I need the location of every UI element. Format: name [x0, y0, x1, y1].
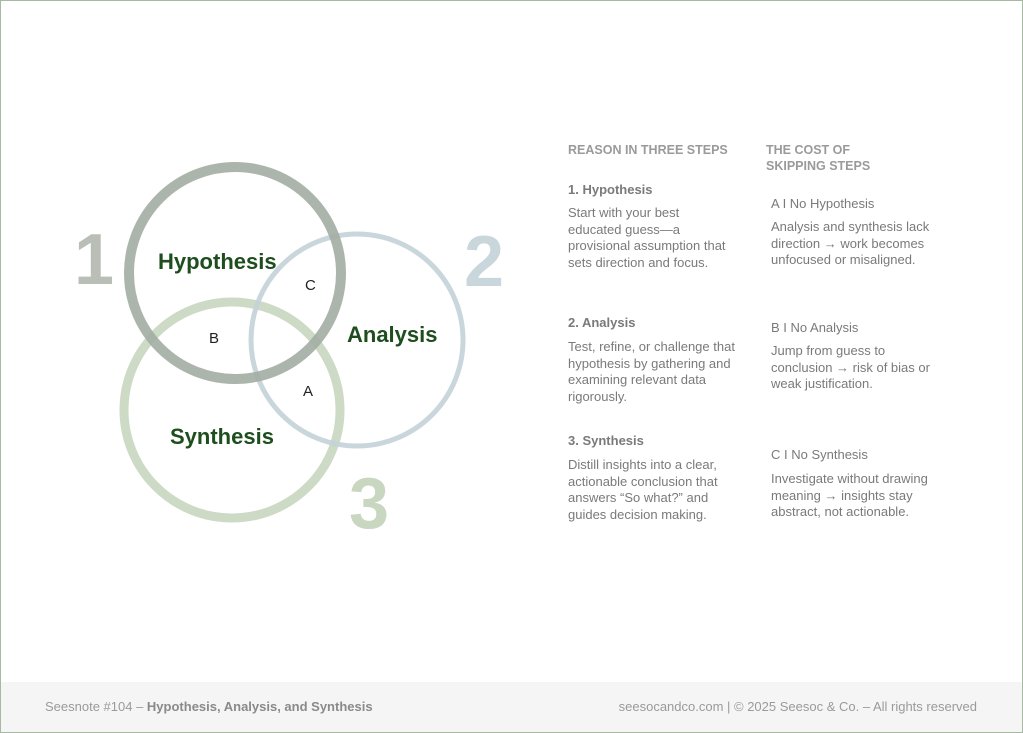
cost-b-body: Jump from guess to conclusion → risk of … — [771, 343, 930, 391]
region-b-label: B — [209, 330, 220, 347]
step-1-body: Start with your best educated guess—a pr… — [568, 205, 726, 270]
step-2-body: Test, refine, or challenge that hypothes… — [568, 339, 735, 404]
cost-a-body: Analysis and synthesis lack direction → … — [771, 219, 930, 267]
step-3-body: Distill insights into a clear, actionabl… — [568, 457, 718, 522]
step-1-title: 1. Hypothesis — [568, 182, 653, 197]
steps-heading: REASON IN THREE STEPS — [568, 143, 728, 157]
hypothesis-label: Hypothesis — [158, 249, 277, 274]
hypothesis-circle — [124, 162, 346, 384]
cost-c-title: C I No Synthesis — [771, 447, 868, 462]
analysis-circle — [248, 231, 466, 449]
costs-heading: THE COST OF SKIPPING STEPS — [766, 143, 871, 173]
footer-prefix: Seesnote #104 – — [45, 699, 147, 714]
number-2: 2 — [464, 222, 505, 302]
footer-copyright: seesocandco.com | © 2025 Seesoc & Co. – … — [618, 699, 977, 714]
number-3: 3 — [349, 464, 390, 544]
footer: Seesnote #104 – Hypothesis, Analysis, an… — [1, 682, 1022, 732]
synthesis-circle — [119, 297, 345, 523]
footer-title: Seesnote #104 – Hypothesis, Analysis, an… — [45, 699, 373, 714]
region-a-label: A — [303, 383, 314, 400]
cost-c-body: Investigate without drawing meaning → in… — [771, 471, 928, 519]
footer-note-title: Hypothesis, Analysis, and Synthesis — [146, 699, 373, 714]
number-1: 1 — [74, 220, 115, 300]
step-2-title: 2. Analysis — [568, 315, 636, 330]
synthesis-label: Synthesis — [170, 424, 274, 449]
cost-a-title: A I No Hypothesis — [771, 196, 875, 211]
region-c-label: C — [305, 277, 316, 294]
step-3-title: 3. Synthesis — [568, 433, 644, 448]
cost-b-title: B I No Analysis — [771, 320, 859, 335]
analysis-label: Analysis — [347, 322, 438, 347]
